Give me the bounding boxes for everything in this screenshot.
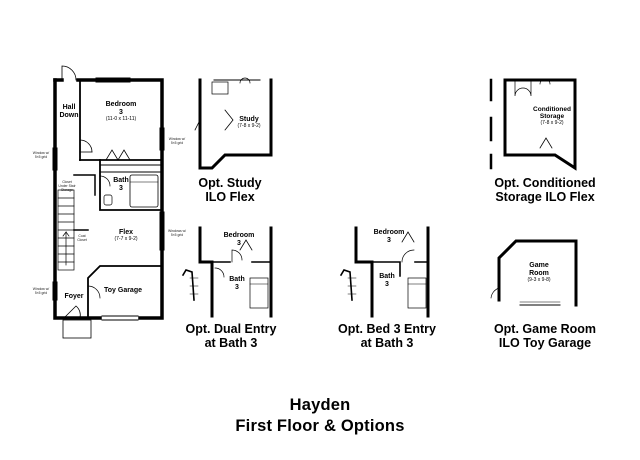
window-note: Window w/ 5×5 grid (168, 137, 186, 146)
window-note: Window w/ 5×5 grid (32, 151, 50, 160)
plan-name: Hayden (289, 396, 351, 414)
interior-wall (87, 265, 163, 319)
option-dual-entry-plan (181, 226, 273, 318)
room-label-toy-garage: Toy Garage (104, 287, 142, 294)
door-swing (79, 139, 93, 153)
plan-subtitle: First Floor & Options (235, 416, 405, 435)
window-note: Window w/ 5×5 grid (32, 287, 50, 296)
option-conditioned-storage-plan (489, 78, 577, 171)
room-label-foyer: Foyer (64, 293, 84, 300)
closet-doors (105, 149, 131, 161)
plan-title: Hayden First Floor & Options (170, 395, 470, 436)
room-label-study: Study(7-8 x 9-2) (237, 116, 261, 130)
toilet (103, 194, 113, 206)
closet-note: Closet Under Stair Storage (58, 180, 76, 193)
door-swing (61, 65, 77, 81)
door-swing (99, 175, 111, 187)
option-study-plan (194, 77, 273, 170)
closet (99, 164, 163, 173)
front-door-swing (63, 305, 81, 319)
door-swing (87, 285, 101, 299)
interior-wall (79, 159, 163, 211)
exterior-wall (53, 78, 102, 320)
window-note: Windows w/ 5×5 grid (167, 229, 187, 238)
option-game-room-plan (490, 239, 578, 307)
room-label-flex: Flex (7-7 x 9-2) (114, 229, 138, 243)
window-marks (52, 77, 165, 321)
main-floor-plan (52, 65, 165, 339)
exterior-wall-top (53, 78, 164, 320)
front-stoop (62, 319, 92, 339)
coat-closet-note: Coat Closet (77, 234, 87, 243)
stair (57, 189, 75, 271)
option-bed3-entry-plan (339, 226, 430, 318)
bathtub (129, 174, 159, 208)
interior-wall (73, 174, 96, 196)
